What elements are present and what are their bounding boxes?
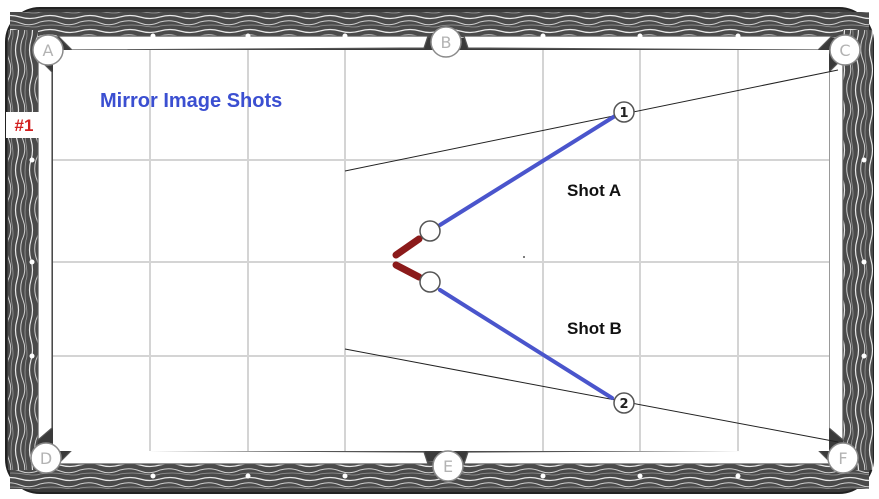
aim-lines <box>344 69 839 443</box>
pocket-e: E <box>432 450 464 482</box>
aim-line-b <box>344 348 839 443</box>
cue-sticks <box>392 235 423 281</box>
center-mark <box>523 256 525 258</box>
svg-text:C: C <box>839 41 850 60</box>
shot-b-path <box>438 288 614 400</box>
svg-text:A: A <box>43 41 54 60</box>
object-ball-1: 1 <box>613 101 635 123</box>
rail-diamonds <box>29 33 867 479</box>
diamond-grid <box>53 50 829 451</box>
diagram-title: Mirror Image Shots <box>100 90 282 112</box>
svg-text:E: E <box>443 457 453 476</box>
pocket-f: F <box>827 442 859 474</box>
svg-text:2: 2 <box>619 397 628 412</box>
diagram-number-badge: #1 <box>6 112 42 138</box>
cue-ball-b <box>419 271 441 293</box>
cue-ball-a <box>419 220 441 242</box>
svg-text:D: D <box>40 449 52 468</box>
aim-line-a <box>344 69 839 172</box>
shot-b-label: Shot B <box>567 319 622 338</box>
shot-a-label: Shot A <box>567 181 621 200</box>
pocket-c: C <box>829 34 861 66</box>
pocket-d: D <box>30 442 62 474</box>
object-ball-2: 2 <box>613 392 635 414</box>
svg-text:1: 1 <box>619 106 628 121</box>
table-cushions <box>37 35 844 465</box>
svg-text:B: B <box>441 33 452 52</box>
pocket-b: B <box>430 26 462 58</box>
shot-a-path <box>438 114 617 227</box>
pocket-a: A <box>32 34 64 66</box>
shot-paths <box>438 114 617 400</box>
cue-stick-b <box>392 261 423 281</box>
svg-text:F: F <box>838 449 847 468</box>
svg-text:#1: #1 <box>15 116 34 135</box>
cue-stick-a <box>392 235 423 259</box>
playing-surface <box>53 50 829 451</box>
